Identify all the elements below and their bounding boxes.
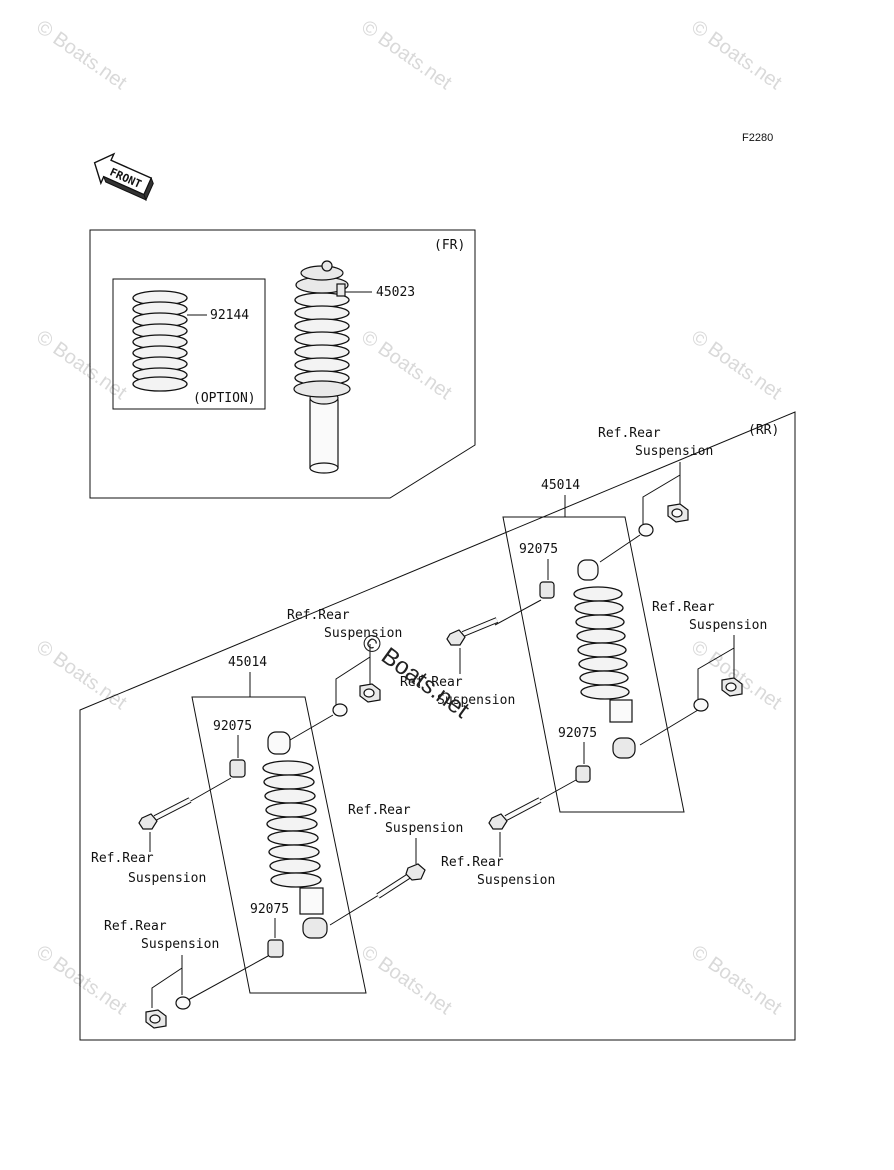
washer-left-bottom[interactable] [175, 996, 191, 1010]
rr-left-outline [191, 696, 367, 994]
watermark: © Boats.net [687, 941, 786, 1019]
bushing-left-top[interactable] [229, 759, 246, 778]
nut-left-bottom[interactable] [145, 1009, 167, 1029]
nut-right-top[interactable] [667, 503, 689, 523]
ref-label-left-bolt-2: Suspension [128, 871, 206, 886]
nut-left-top[interactable] [359, 683, 381, 703]
rr-right-outline [502, 516, 685, 813]
ref-label-left-bottom-1: Ref.Rear [104, 919, 167, 934]
watermark: © Boats.net [687, 16, 786, 94]
ref-label-left-mid-1: Ref.Rear [348, 803, 411, 818]
bolt-right-top[interactable] [446, 617, 499, 646]
watermark: © Boats.net [357, 326, 456, 404]
part-number-45014-left: 45014 [228, 655, 267, 670]
bolt-right-bottom[interactable] [488, 797, 542, 830]
option-label: (OPTION) [193, 391, 256, 406]
rr-group: (RR) 45014 Ref.Rear Suspension 92075 [79, 411, 796, 1041]
rear-shock-right-45014[interactable] [573, 559, 636, 759]
ref-label-left-bottom-2: Suspension [141, 937, 219, 952]
part-number-45014-right: 45014 [541, 478, 580, 493]
diagram-code: F2280 [742, 132, 773, 144]
part-number-92144: 92144 [210, 308, 249, 323]
ref-label-right-mid-2: Suspension [437, 693, 515, 708]
ref-label-left-top-2: Suspension [324, 626, 402, 641]
spring-92144[interactable] [132, 290, 188, 392]
watermark: © Boats.net [32, 941, 131, 1019]
bushing-right-top[interactable] [539, 581, 555, 599]
bushing-right-bottom[interactable] [575, 765, 591, 783]
ref-label-right-mid-1: Ref.Rear [400, 675, 463, 690]
ref-label-right-side-2: Suspension [689, 618, 767, 633]
ref-label-left-bolt-1: Ref.Rear [91, 851, 154, 866]
ref-label-right-bottom-2: Suspension [477, 873, 555, 888]
watermark: © Boats.net [32, 16, 131, 94]
bolt-left-mid[interactable] [376, 863, 426, 899]
washer-left-top[interactable] [332, 703, 348, 717]
ref-label-right-bottom-1: Ref.Rear [441, 855, 504, 870]
front-shock-45023[interactable] [293, 260, 351, 474]
washer-right-side[interactable] [693, 698, 709, 712]
watermark: © Boats.net [357, 16, 456, 94]
part-number-45023: 45023 [376, 285, 415, 300]
ref-label-right-side-1: Ref.Rear [652, 600, 715, 615]
part-number-92075-right-bottom: 92075 [558, 726, 597, 741]
watermark: © Boats.net [357, 941, 456, 1019]
ref-label-right-top-2: Suspension [635, 444, 713, 459]
part-number-92075-left-top: 92075 [213, 719, 252, 734]
washer-right-top[interactable] [638, 523, 654, 537]
ref-label-right-top-1: Ref.Rear [598, 426, 661, 441]
watermark: © Boats.net [32, 636, 131, 714]
fr-group-tag: (FR) [434, 238, 465, 253]
part-number-92075-right-top: 92075 [519, 542, 558, 557]
watermark: © Boats.net [687, 326, 786, 404]
bushing-left-bottom[interactable] [267, 939, 284, 958]
rear-shock-left-45014[interactable] [262, 731, 328, 939]
part-number-92075-left-bottom: 92075 [250, 902, 289, 917]
watermark: © Boats.net [32, 326, 131, 404]
rr-group-tag: (RR) [748, 423, 779, 438]
ref-label-left-mid-2: Suspension [385, 821, 463, 836]
fr-group: (FR) (OPTION) 92144 [89, 229, 476, 499]
option-box [112, 278, 266, 410]
front-arrow-icon: FRONT [93, 152, 154, 202]
bolt-left-top[interactable] [138, 797, 192, 830]
nut-right-side[interactable] [721, 677, 743, 697]
ref-label-left-top-1: Ref.Rear [287, 608, 350, 623]
